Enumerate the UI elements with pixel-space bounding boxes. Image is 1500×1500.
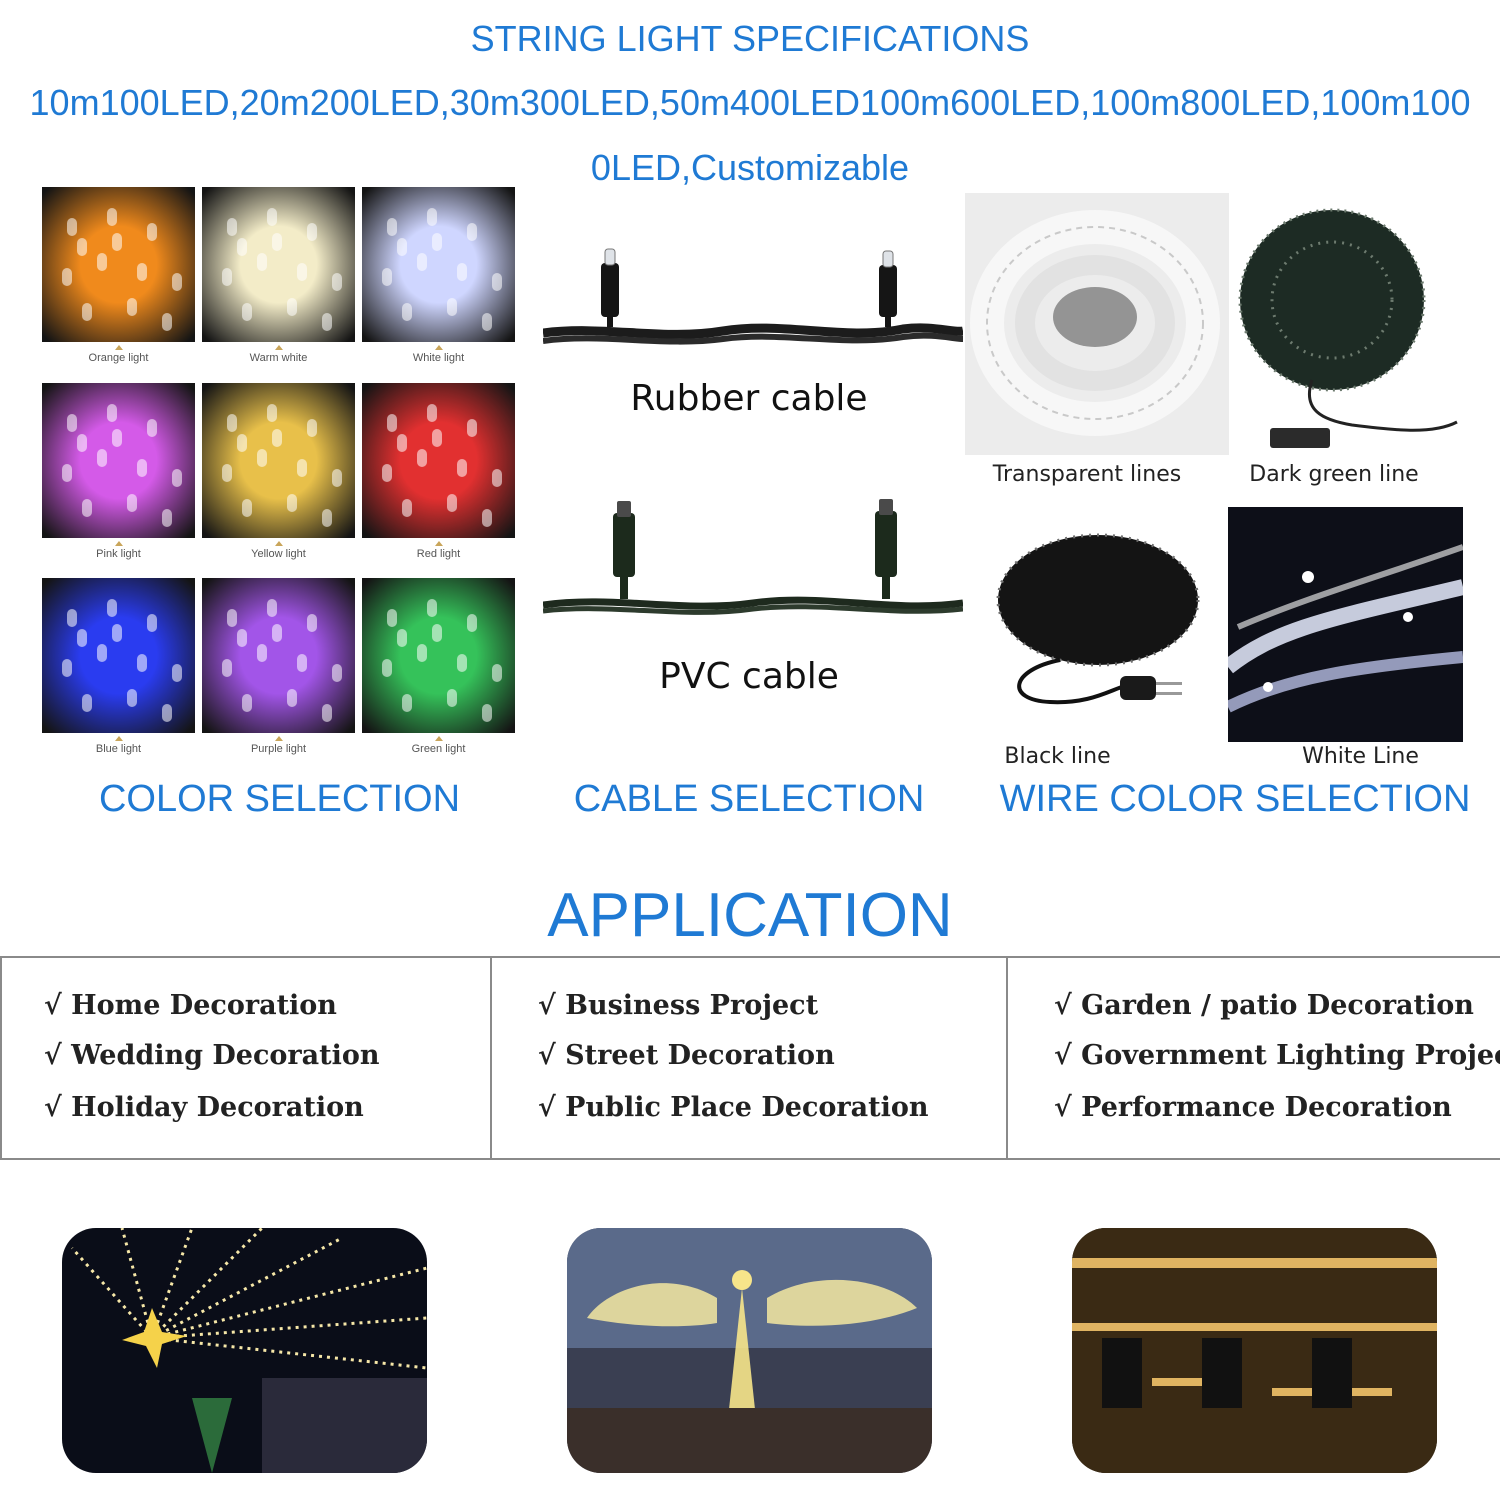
caret-up-icon [114, 345, 123, 350]
caret-up-icon [274, 541, 283, 546]
color-swatch-label: Red light [362, 541, 515, 560]
color-name: Pink light [96, 548, 141, 560]
caret-up-icon [434, 345, 443, 350]
color-name: Blue light [95, 743, 142, 755]
color-name: Red light [416, 548, 461, 560]
color-name: Yellow light [251, 548, 306, 560]
color-swatch-label: Purple light [202, 736, 355, 755]
application-item: √ Garden / patio Decoration [1054, 990, 1474, 1021]
caret-up-icon [434, 736, 443, 741]
color-name: White light [412, 352, 465, 364]
caret-up-icon [274, 736, 283, 741]
color-selection-heading: COLOR SELECTION [98, 778, 461, 820]
color-swatch-label: Green light [362, 736, 515, 755]
color-name: Purple light [250, 743, 307, 755]
color-swatch-label: White light [362, 345, 515, 364]
color-swatch-image [202, 578, 355, 733]
color-name: Green light [411, 743, 466, 755]
black-line-image [990, 530, 1205, 730]
color-name: Warm white [249, 352, 308, 364]
application-table: √ Home Decoration √ Wedding Decoration √… [0, 956, 1500, 1160]
color-swatch-image [362, 578, 515, 733]
application-item: √ Business Project [538, 990, 819, 1021]
caret-up-icon [274, 345, 283, 350]
black-line-label: Black line [1004, 744, 1111, 769]
transparent-lines-image [965, 193, 1229, 455]
application-item: √ Home Decoration [44, 990, 337, 1021]
color-swatch-label: Yellow light [202, 541, 355, 560]
spec-title: STRING LIGHT SPECIFICATIONS [470, 18, 1030, 59]
application-item: √ Public Place Decoration [538, 1092, 929, 1123]
color-swatch-label: Orange light [42, 345, 195, 364]
color-swatch-image [362, 187, 515, 342]
color-swatch-label: Pink light [42, 541, 195, 560]
color-name: Orange light [88, 352, 149, 364]
wire-color-selection-heading: WIRE COLOR SELECTION [999, 778, 1471, 820]
white-line-image [1228, 507, 1463, 742]
color-swatch-image [202, 383, 355, 538]
color-swatch-image [42, 187, 195, 342]
color-swatch-label: Blue light [42, 736, 195, 755]
spec-line-2: 0LED,Customizable [590, 147, 910, 188]
color-swatch-image [362, 383, 515, 538]
rubber-cable-label: Rubber cable [630, 378, 868, 419]
application-title: APPLICATION [547, 881, 953, 950]
white-line-label: White Line [1302, 744, 1419, 769]
building-facade-photo [1072, 1228, 1437, 1473]
color-swatch-label: Warm white [202, 345, 355, 364]
caret-up-icon [434, 541, 443, 546]
spec-line-1: 10m100LED,20m200LED,30m300LED,50m400LED1… [29, 82, 1471, 123]
application-item: √ Performance Decoration [1054, 1092, 1452, 1123]
cable-selection-heading: CABLE SELECTION [573, 778, 925, 820]
color-swatch-image [42, 578, 195, 733]
caret-up-icon [114, 736, 123, 741]
application-item: √ Holiday Decoration [44, 1092, 364, 1123]
dark-green-line-image [1232, 200, 1467, 450]
application-column-3: √ Garden / patio Decoration √ Government… [1006, 958, 1500, 1158]
rubber-cable-image [542, 215, 964, 355]
application-column-1: √ Home Decoration √ Wedding Decoration √… [2, 958, 490, 1158]
color-swatch-image [42, 383, 195, 538]
color-swatch-image [202, 187, 355, 342]
pvc-cable-label: PVC cable [659, 656, 839, 697]
transparent-lines-label: Transparent lines [992, 462, 1182, 487]
application-item: √ Street Decoration [538, 1040, 835, 1071]
application-item: √ Wedding Decoration [44, 1040, 380, 1071]
festive-street-photo [62, 1228, 427, 1473]
application-item: √ Government Lighting Project [1054, 1040, 1500, 1071]
angel-light-photo [567, 1228, 932, 1473]
application-column-2: √ Business Project √ Street Decoration √… [490, 958, 1006, 1158]
dark-green-line-label: Dark green line [1249, 462, 1419, 487]
caret-up-icon [114, 541, 123, 546]
pvc-cable-image [542, 495, 964, 625]
